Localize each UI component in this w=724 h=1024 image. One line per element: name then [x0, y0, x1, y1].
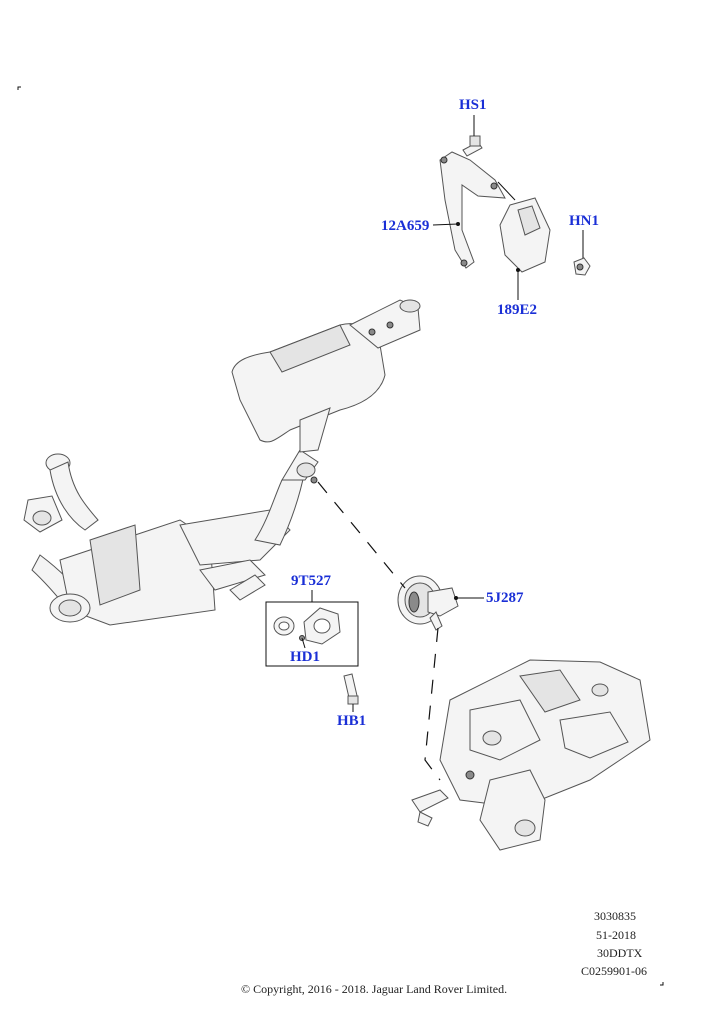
- copyright-notice: © Copyright, 2016 - 2018. Jaguar Land Ro…: [241, 982, 508, 996]
- exhaust-system-illustration: [23, 299, 421, 626]
- callout-hb1[interactable]: HB1: [337, 713, 367, 729]
- reference-model-code: 30DDTX: [597, 946, 643, 960]
- nut-hn1-illustration: [573, 257, 591, 276]
- corner-mark-top-left: [17, 86, 21, 90]
- callout-12a659[interactable]: 12A659: [381, 218, 430, 234]
- corner-mark-bottom-right: [660, 982, 664, 986]
- reference-illustration-code: C0259901-06: [581, 964, 647, 978]
- callout-189e2[interactable]: 189E2: [497, 302, 538, 318]
- callout-hs1[interactable]: HS1: [459, 97, 487, 113]
- bolt-hb1-illustration: [343, 673, 359, 705]
- callout-hn1[interactable]: HN1: [569, 213, 599, 229]
- bracket-module-illustration: [439, 151, 551, 273]
- connection-line-sensor-tank: [424, 627, 441, 781]
- callout-5j287[interactable]: 5J287: [486, 590, 524, 606]
- fuel-tank-illustration: [411, 659, 651, 851]
- callout-9t527[interactable]: 9T527: [291, 573, 332, 589]
- callout-hd1[interactable]: HD1: [290, 649, 320, 665]
- kit-box-illustration: [265, 601, 359, 667]
- leader-12a659: [432, 223, 459, 226]
- leader-hd1: [301, 637, 306, 649]
- sensor-5j287-illustration: [397, 575, 459, 631]
- reference-number: 3030835: [594, 909, 636, 923]
- bolt-hs1-illustration: [462, 135, 483, 157]
- reference-date-code: 51-2018: [596, 928, 636, 942]
- connection-line-exhaust-sensor: [317, 481, 406, 589]
